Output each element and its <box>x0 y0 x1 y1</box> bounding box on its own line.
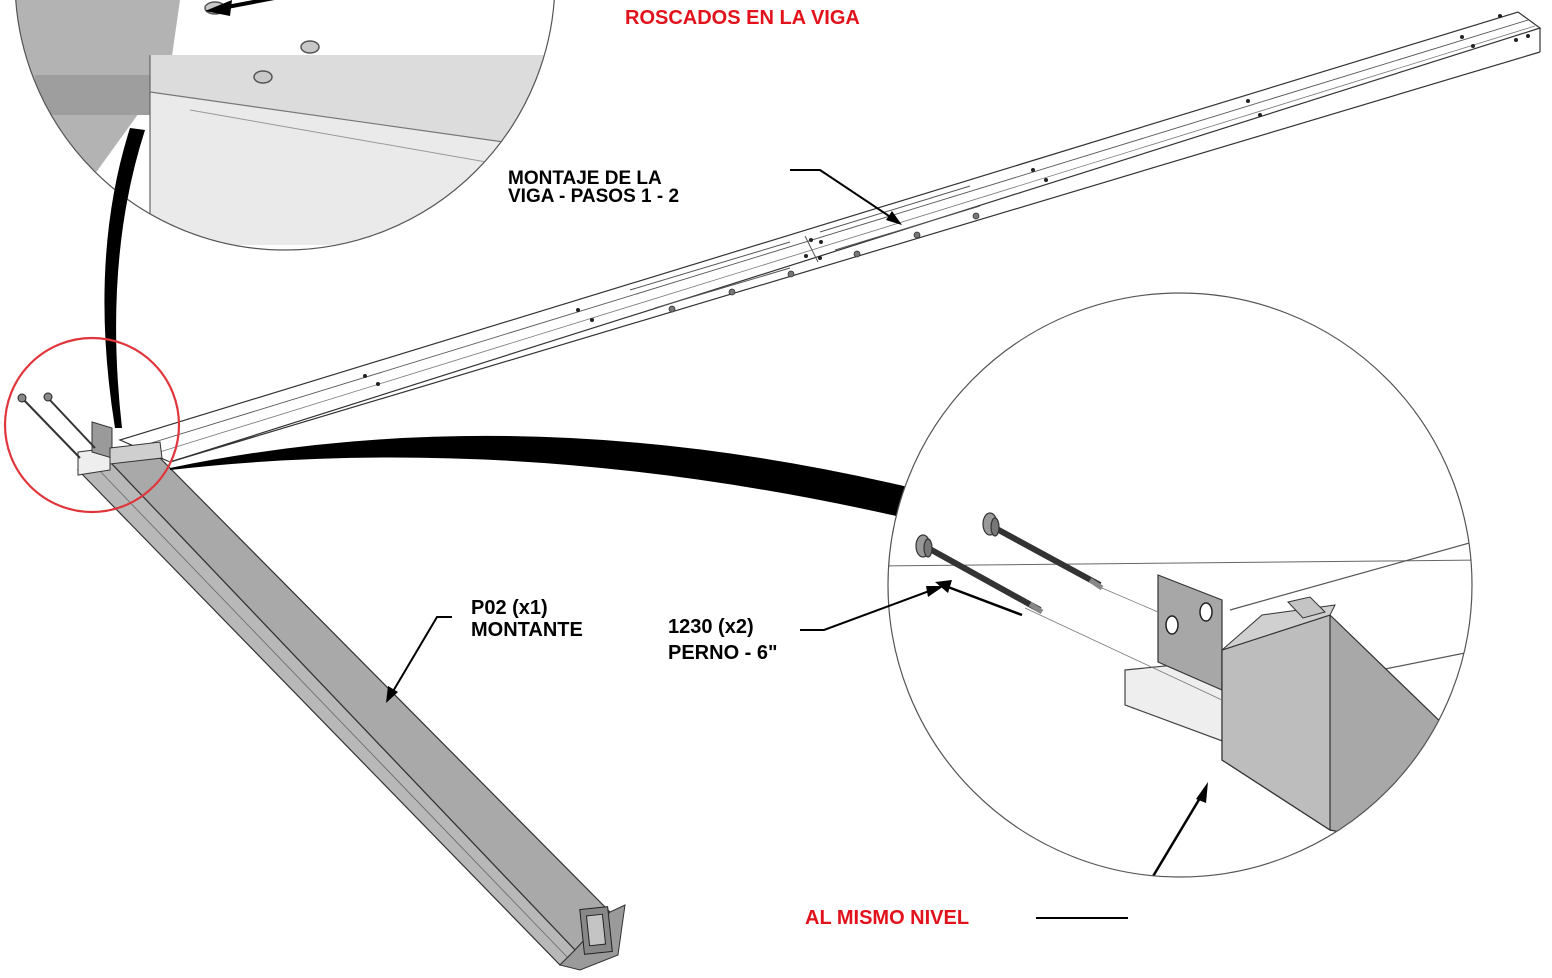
callout-bolt: 1230 (x2) PERNO - 6" <box>668 614 778 666</box>
highlight-circle <box>3 336 181 514</box>
top-connector-band <box>104 128 145 428</box>
right-connector-band <box>170 435 912 518</box>
callout-beam-assembly: MONTAJE DE LA VIGA - PASOS 1 - 2 <box>508 168 680 207</box>
callout-upright-name: MONTANTE <box>471 619 583 641</box>
upright-column <box>17 392 626 971</box>
callout-threaded: ROSCADOS EN LA VIGA <box>625 7 860 29</box>
callout-bolt-name: PERNO - 6" <box>668 642 778 664</box>
callout-beam-assembly-line2: VIGA - PASOS 1 - 2 <box>508 186 680 207</box>
leader-lines <box>391 169 1128 919</box>
arrowheads <box>386 211 944 703</box>
bolt-detail-view <box>888 293 1472 877</box>
callout-beam-assembly-line1: MONTAJE DE LA <box>508 168 662 189</box>
top-magnifier-outline <box>15 0 555 251</box>
callout-upright-part: P02 (x1) <box>471 597 548 619</box>
top-detail-view <box>15 0 555 250</box>
bolt-magnifier-outline <box>887 292 1473 878</box>
callout-bolt-part: 1230 (x2) <box>668 616 754 638</box>
callout-flush: AL MISMO NIVEL <box>805 907 970 929</box>
callout-upright: P02 (x1) MONTANTE <box>471 597 583 641</box>
